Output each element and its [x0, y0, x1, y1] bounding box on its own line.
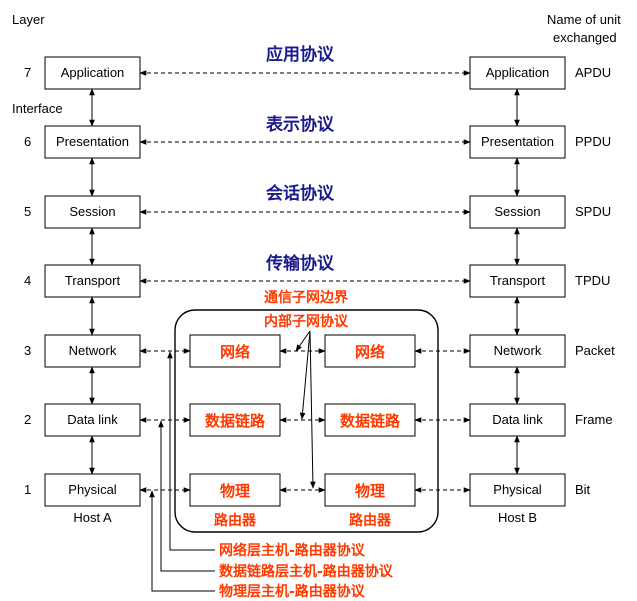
host-a-layer-box [44, 125, 141, 159]
host-b-stack: Application Presentation Session Transpo… [469, 56, 566, 525]
internal-protocol-pointer [299, 330, 311, 420]
host-b-layer-box [469, 195, 566, 229]
host-a-label: Host A [73, 510, 112, 525]
unit-name: PPDU [575, 134, 611, 149]
router-layer-label: 网络 [355, 343, 385, 361]
host-b-layer-box [469, 56, 566, 90]
host-a-layer-label: Network [69, 343, 117, 358]
host-a-layer-box [44, 403, 141, 437]
router-layer-label: 网络 [220, 343, 250, 361]
host-b-layer-label: Physical [493, 482, 542, 497]
host-a-stack: Application Presentation Session Transpo… [44, 56, 141, 525]
host-b-label: Host B [498, 510, 537, 525]
unit-header-line1: Name of unit [547, 12, 621, 27]
host-a-layer-label: Transport [65, 273, 121, 288]
router-layer-box [324, 403, 416, 437]
layer-number: 7 [24, 65, 31, 80]
host-b-layer-label: Presentation [481, 134, 554, 149]
physical-host-router-callout [149, 490, 215, 592]
router-layer-label: 物理 [220, 482, 250, 500]
unit-name: Frame [575, 412, 613, 427]
router-layer-label: 数据链路 [205, 412, 266, 430]
network-host-router-callout [167, 351, 215, 551]
unit-name: SPDU [575, 204, 611, 219]
host-a-layer-label: Session [69, 204, 115, 219]
host-a-layer-label: Presentation [56, 134, 129, 149]
router-layer-box [324, 473, 416, 507]
internal-protocol-pointer [295, 330, 311, 352]
layer-number: 6 [24, 134, 31, 149]
layer-number: 3 [24, 343, 31, 358]
router-right: 网络 数据链路 物理 路由器 [324, 334, 416, 529]
router-left: 网络 数据链路 物理 路由器 [189, 334, 281, 529]
unit-header-line2: exchanged [553, 30, 617, 45]
layer-number: 1 [24, 482, 31, 497]
router-layer-box [324, 334, 416, 368]
router-label: 路由器 [349, 512, 392, 529]
peer-protocol-label: 传输协议 [265, 253, 335, 274]
layer-header: Layer [12, 12, 45, 27]
host-b-layer-label: Application [486, 65, 550, 80]
layer-number: 5 [24, 204, 31, 219]
host-a-layer-box [44, 56, 141, 90]
unit-name: Bit [575, 482, 591, 497]
router-layer-label: 物理 [355, 482, 385, 500]
host-a-layer-label: Application [61, 65, 125, 80]
host-b-layer-box [469, 264, 566, 298]
internal-protocol-label: 内部子网协议 [264, 313, 349, 330]
host-b-layer-label: Transport [490, 273, 546, 288]
host-b-layer-label: Network [494, 343, 542, 358]
host-b-layer-label: Session [494, 204, 540, 219]
layer-number: 2 [24, 412, 31, 427]
unit-name: Packet [575, 343, 615, 358]
peer-protocol-label: 表示协议 [266, 114, 335, 135]
network-host-router-label: 网络层主机-路由器协议 [219, 542, 366, 559]
host-a-layer-box [44, 473, 141, 507]
physical-host-router-label: 物理层主机-路由器协议 [219, 583, 366, 600]
subnet-boundary-label: 通信子网边界 [264, 289, 349, 306]
host-b-layer-box [469, 473, 566, 507]
unit-name: APDU [575, 65, 611, 80]
router-layer-label: 数据链路 [340, 412, 401, 430]
peer-protocol-label: 应用协议 [266, 44, 335, 65]
host-a-layer-label: Data link [67, 412, 118, 427]
host-b-layer-box [469, 403, 566, 437]
datalink-host-router-callout [158, 420, 215, 572]
router-layer-box [189, 334, 281, 368]
host-b-layer-label: Data link [492, 412, 543, 427]
router-label: 路由器 [214, 512, 257, 529]
interface-label: Interface [12, 101, 63, 116]
datalink-host-router-label: 数据链路层主机-路由器协议 [219, 563, 394, 580]
unit-name: TPDU [575, 273, 610, 288]
layer-number: 4 [24, 273, 31, 288]
peer-protocol-label: 会话协议 [266, 183, 335, 204]
host-a-layer-label: Physical [68, 482, 117, 497]
internal-protocol-pointer [309, 330, 316, 489]
